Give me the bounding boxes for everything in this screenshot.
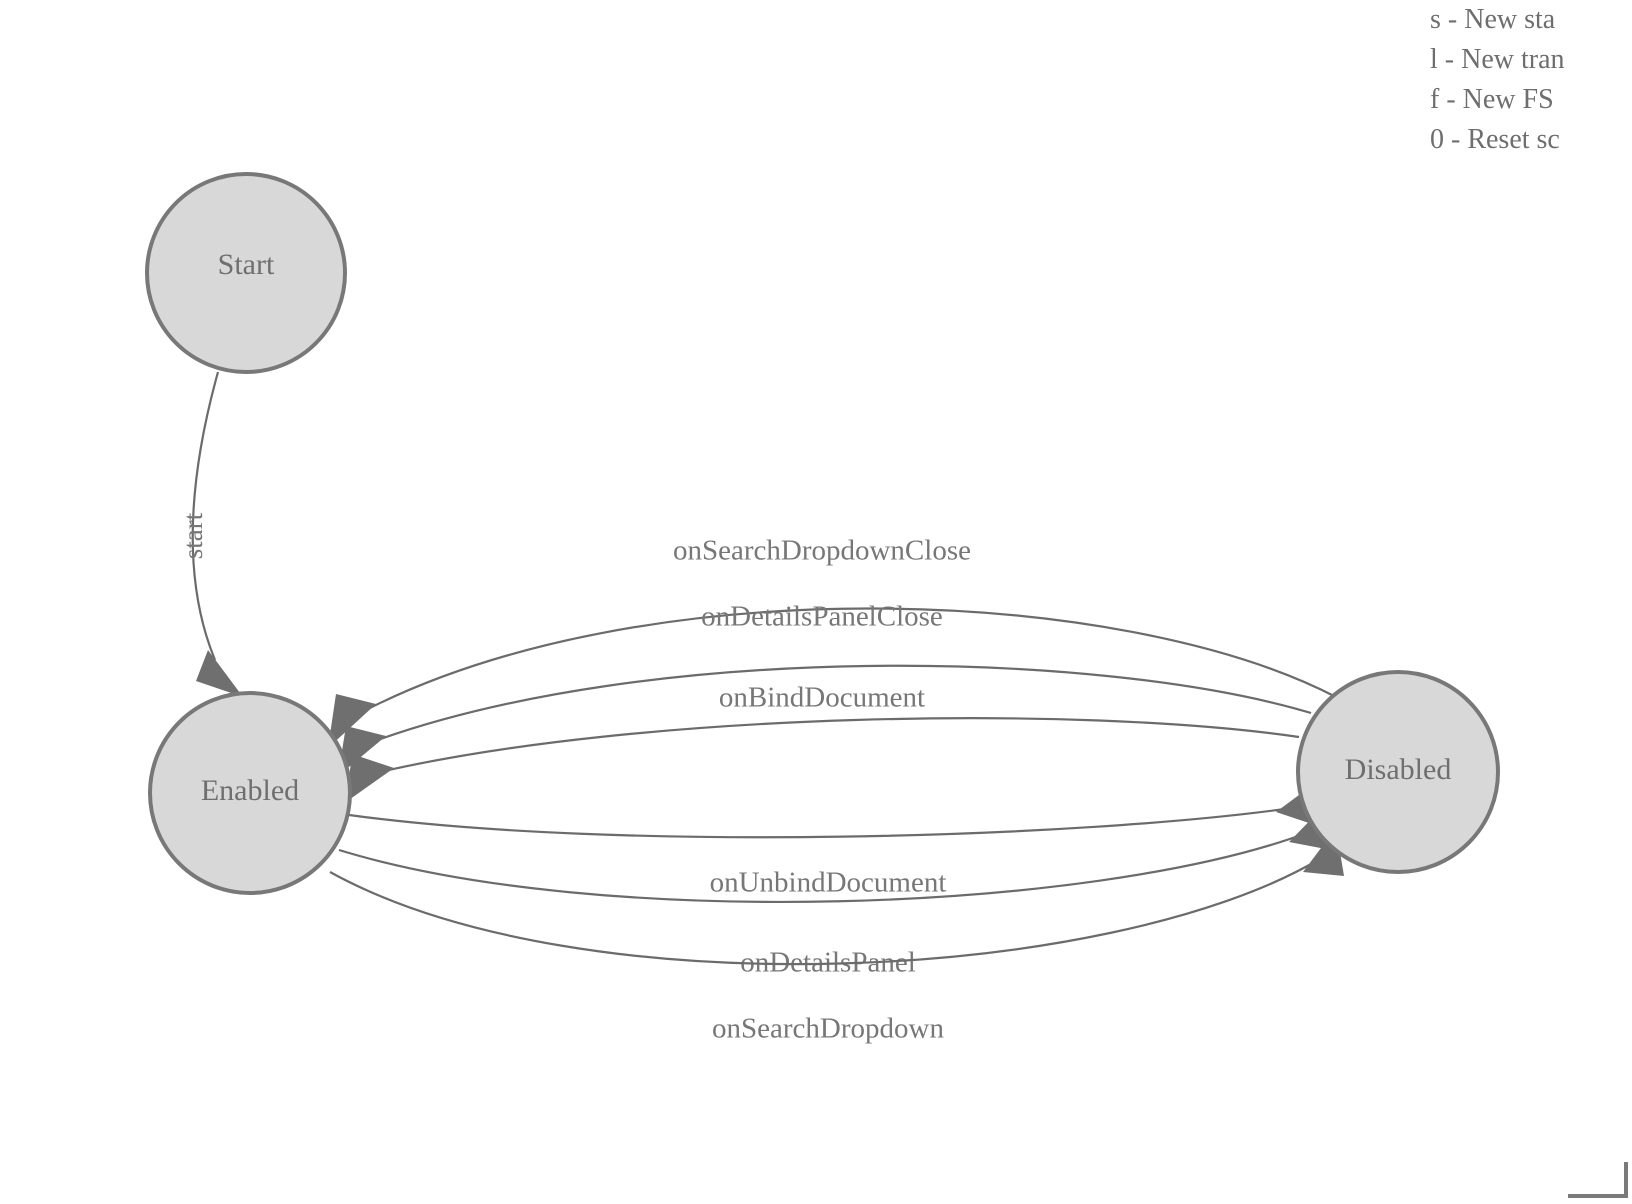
edge-on-unbind-document-label: onUnbindDocument — [710, 867, 947, 899]
state-node-enabled-circle — [148, 691, 352, 895]
edge-on-search-dropdown-close-label: onSearchDropdownClose — [673, 535, 971, 567]
edge-start-arrowhead — [196, 650, 243, 697]
edge-on-bind-document-arrowhead — [346, 754, 394, 802]
edge-on-unbind-document[interactable]: onUnbindDocument — [348, 778, 1322, 899]
state-node-enabled-label: Enabled — [201, 774, 299, 807]
state-node-start-label: Start — [218, 248, 275, 281]
edge-on-details-panel-close[interactable]: onDetailsPanelClose — [338, 601, 1312, 776]
edge-on-search-dropdown-close-path — [361, 607, 1337, 713]
resize-corner-handle[interactable] — [1560, 1150, 1628, 1198]
edge-on-search-dropdown-path — [329, 859, 1319, 966]
edge-start-path — [191, 371, 220, 661]
edge-on-details-panel-path — [338, 832, 1305, 904]
corner-vertical-line — [1624, 1162, 1628, 1198]
edge-on-bind-document-label: onBindDocument — [719, 682, 925, 714]
edge-on-search-dropdown[interactable]: onSearchDropdown — [329, 828, 1344, 1045]
keyboard-shortcuts-help: s - New sta l - New tran f - New FS 0 - … — [1430, 0, 1632, 160]
help-line-new-transition: l - New tran — [1430, 44, 1565, 75]
edge-on-bind-document-path — [379, 717, 1300, 774]
edge-on-details-panel-close-arrowhead — [338, 726, 386, 776]
corner-horizontal-line — [1568, 1194, 1628, 1198]
state-node-enabled[interactable]: Enabled — [148, 691, 352, 895]
edge-on-search-dropdown-label: onSearchDropdown — [712, 1013, 944, 1045]
edge-on-details-panel-label: onDetailsPanel — [740, 947, 916, 979]
state-node-start[interactable]: Start — [145, 172, 347, 374]
help-line-new-state: s - New sta — [1430, 4, 1556, 35]
edge-start-label: start — [178, 512, 208, 559]
edge-on-search-dropdown-close-arrowhead — [328, 694, 376, 748]
state-node-disabled-circle — [1296, 670, 1500, 874]
state-node-start-circle — [145, 172, 347, 374]
state-node-disabled[interactable]: Disabled — [1296, 670, 1500, 874]
edge-on-details-panel-close-path — [371, 664, 1312, 744]
edge-on-unbind-document-path — [348, 806, 1293, 839]
edge-on-bind-document[interactable]: onBindDocument — [346, 682, 1300, 802]
state-node-disabled-label: Disabled — [1345, 753, 1452, 786]
help-line-new-fsm: f - New FS — [1430, 84, 1554, 115]
help-line-reset: 0 - Reset sc — [1430, 124, 1560, 155]
edge-on-search-dropdown-close[interactable]: onSearchDropdownClose — [328, 535, 1337, 748]
edge-on-details-panel-close-label: onDetailsPanelClose — [701, 601, 943, 633]
edge-start[interactable]: start — [178, 371, 243, 697]
